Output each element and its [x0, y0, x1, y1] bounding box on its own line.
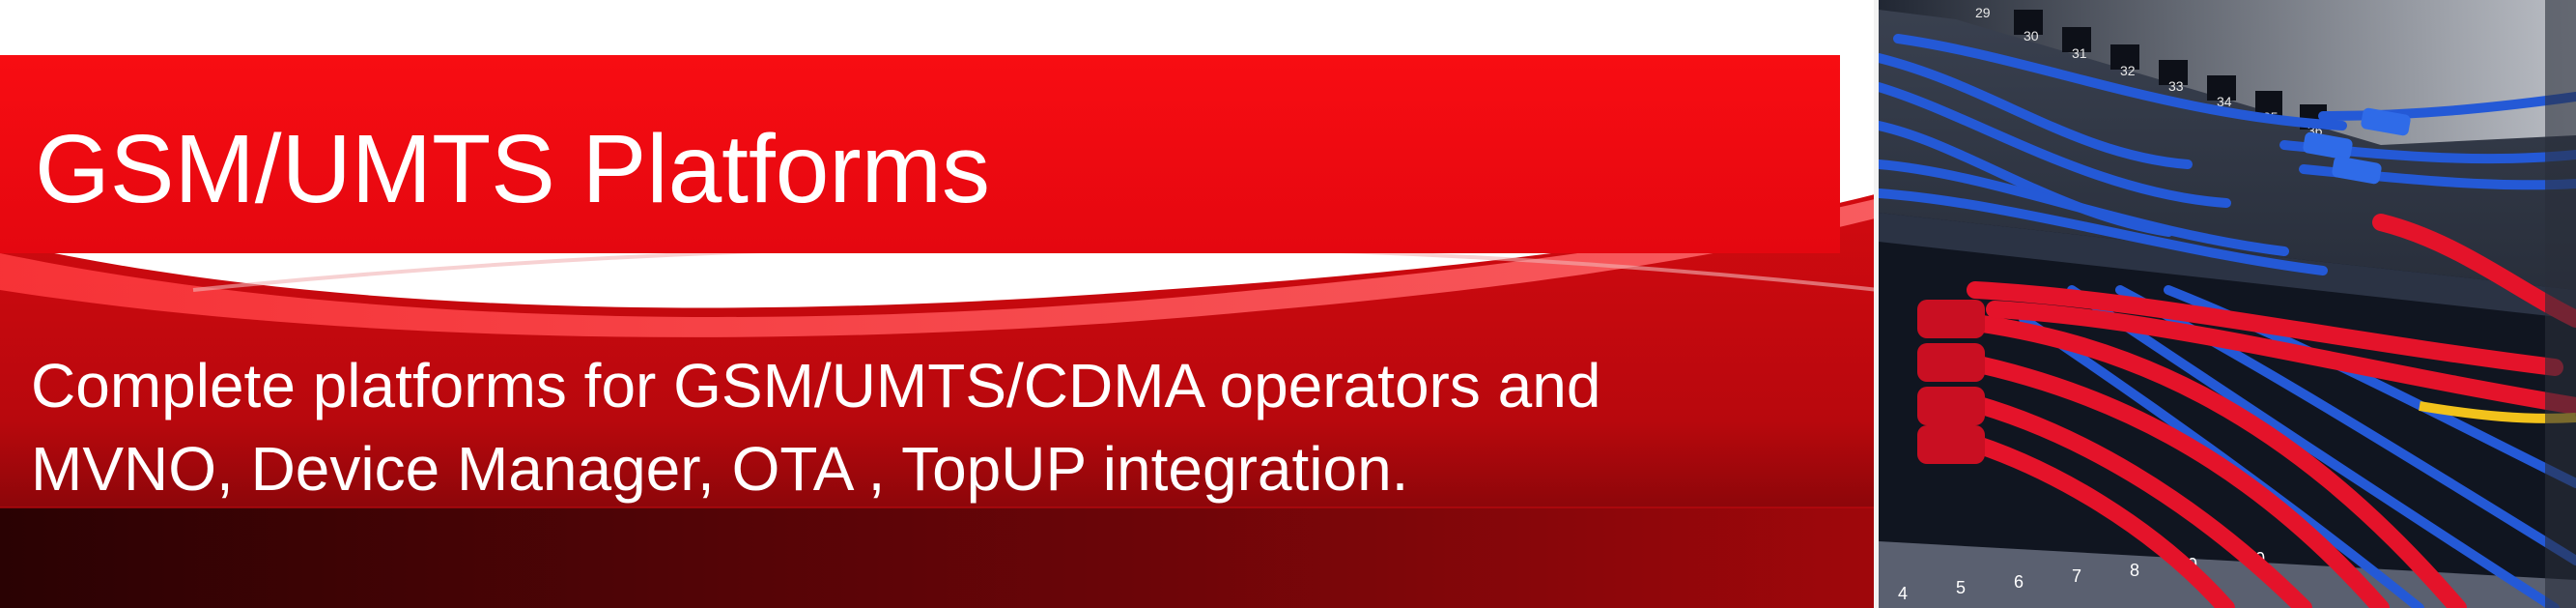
banner-title: GSM/UMTS Platforms [35, 115, 990, 223]
svg-text:5: 5 [1956, 578, 1966, 597]
svg-text:34: 34 [2217, 94, 2232, 109]
network-switch-illustration: 29 30 31 32 33 34 35 36 4 5 6 7 8 9 10 [1879, 0, 2576, 608]
description-line-2: MVNO, Device Manager, OTA , TopUP integr… [31, 434, 1409, 504]
network-cables-photo: 29 30 31 32 33 34 35 36 4 5 6 7 8 9 10 [1879, 0, 2576, 608]
svg-text:32: 32 [2120, 63, 2136, 78]
svg-text:31: 31 [2072, 45, 2087, 61]
banner-description: Complete platforms for GSM/UMTS/CDMA ope… [31, 344, 1847, 510]
description-line-1: Complete platforms for GSM/UMTS/CDMA ope… [31, 351, 1601, 420]
panel-divider [1874, 0, 1882, 608]
blue-connectors [2303, 107, 2411, 185]
svg-text:29: 29 [1975, 5, 1991, 20]
svg-text:4: 4 [1898, 584, 1908, 603]
red-connectors [1917, 300, 1985, 464]
title-bar [0, 55, 1840, 253]
banner-graphic: GSM/UMTS Platforms Complete platforms fo… [0, 55, 1879, 608]
svg-text:33: 33 [2168, 78, 2184, 94]
svg-text:6: 6 [2014, 572, 2024, 592]
svg-text:7: 7 [2072, 566, 2081, 586]
svg-text:30: 30 [2024, 28, 2039, 43]
svg-text:8: 8 [2130, 561, 2139, 580]
